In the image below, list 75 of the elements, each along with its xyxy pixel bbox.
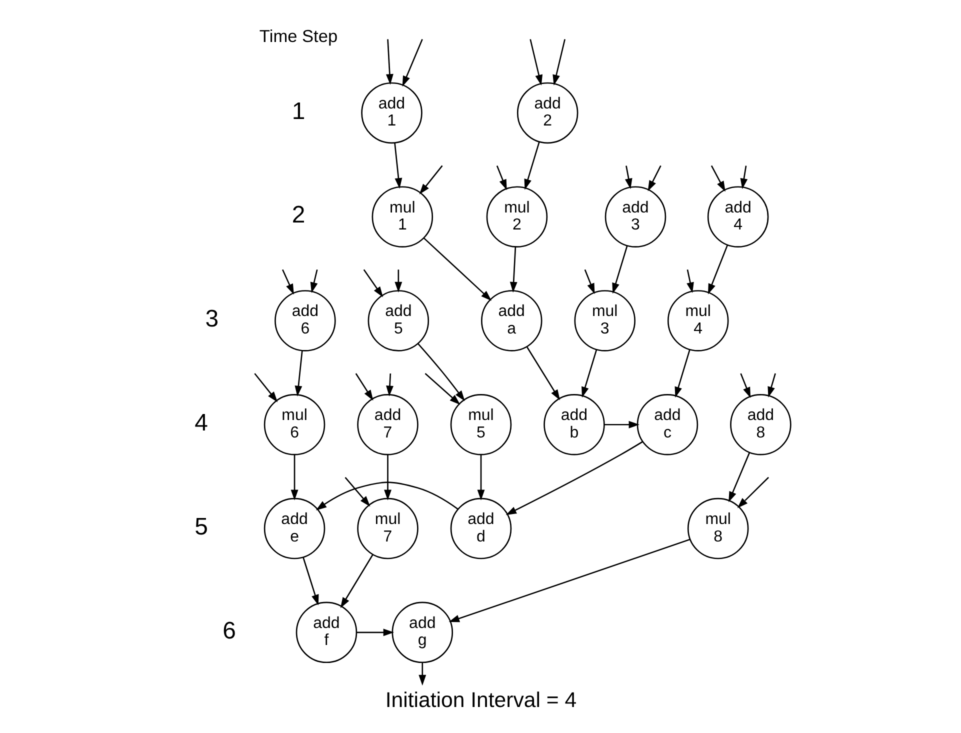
- arrow: [740, 166, 748, 190]
- arrow: [604, 420, 639, 428]
- arrow: [612, 246, 628, 294]
- arrow: [581, 350, 597, 398]
- node-circle: mul 3: [574, 290, 635, 352]
- node-circle: add 4: [706, 186, 768, 248]
- node-circle: add 5: [367, 290, 429, 352]
- node-circle: add b: [543, 394, 604, 456]
- node-circle: add c: [636, 394, 698, 456]
- arrow: [394, 142, 402, 189]
- arrow: [282, 269, 294, 295]
- arrow: [302, 557, 318, 606]
- arrow: [386, 373, 393, 396]
- arrow: [417, 343, 464, 405]
- arrow: [362, 269, 383, 298]
- label: 2: [291, 202, 305, 229]
- node-circle: add 3: [604, 186, 666, 248]
- arrow: [385, 39, 393, 85]
- arrow: [310, 269, 318, 294]
- arrow: [524, 142, 540, 190]
- node-circle: add 8: [730, 394, 791, 456]
- node-circle: mul 7: [356, 498, 418, 560]
- label: 5: [194, 513, 208, 540]
- arrow: [354, 373, 373, 401]
- arrow: [505, 441, 642, 515]
- arrow: [496, 165, 506, 190]
- arrow: [529, 39, 542, 86]
- arrow: [584, 269, 594, 294]
- node-circle: add d: [450, 498, 512, 560]
- arrow: [394, 270, 402, 293]
- node-circle: add 1: [360, 82, 422, 144]
- arrow: [624, 166, 632, 190]
- arrow: [290, 454, 298, 500]
- arrow: [736, 476, 769, 508]
- arrow: [344, 476, 370, 507]
- node-circle: mul 1: [371, 186, 433, 248]
- label: 1: [291, 98, 305, 125]
- arrow: [710, 165, 725, 192]
- arrow: [448, 538, 690, 622]
- node-circle: add 2: [516, 82, 578, 144]
- arrow: [402, 38, 422, 87]
- node-circle: add 6: [274, 290, 336, 352]
- arrow: [254, 373, 278, 402]
- arrow: [340, 554, 373, 608]
- node-circle: mul 4: [666, 290, 728, 352]
- label: Time Step: [258, 26, 338, 46]
- arrow: [740, 373, 750, 398]
- arrow: [509, 246, 517, 293]
- label: 3: [204, 306, 218, 333]
- node-circle: mul 2: [486, 186, 548, 248]
- arrow: [728, 452, 750, 502]
- node-circle: mul 6: [263, 394, 325, 456]
- node-circle: add e: [263, 498, 325, 560]
- arrow: [686, 269, 694, 294]
- arrow: [423, 238, 492, 301]
- arrow: [674, 350, 690, 398]
- label: 4: [194, 409, 208, 436]
- arrow: [294, 350, 302, 396]
- arrow: [526, 346, 560, 400]
- arrow: [384, 454, 391, 500]
- arrow: [476, 454, 484, 500]
- arrow: [418, 662, 426, 686]
- arrow: [356, 628, 394, 636]
- node-circle: add f: [295, 602, 357, 664]
- arrow: [424, 373, 460, 405]
- label: 6: [222, 617, 236, 644]
- arrow: [767, 373, 776, 398]
- caption: Initiation Interval = 4: [384, 688, 576, 712]
- arrow: [315, 482, 458, 510]
- arrow: [647, 165, 661, 192]
- node-circle: add 7: [356, 394, 418, 456]
- node-circle: add g: [391, 602, 453, 664]
- arrow: [707, 245, 728, 294]
- arrow: [418, 165, 442, 194]
- arrow: [552, 39, 565, 86]
